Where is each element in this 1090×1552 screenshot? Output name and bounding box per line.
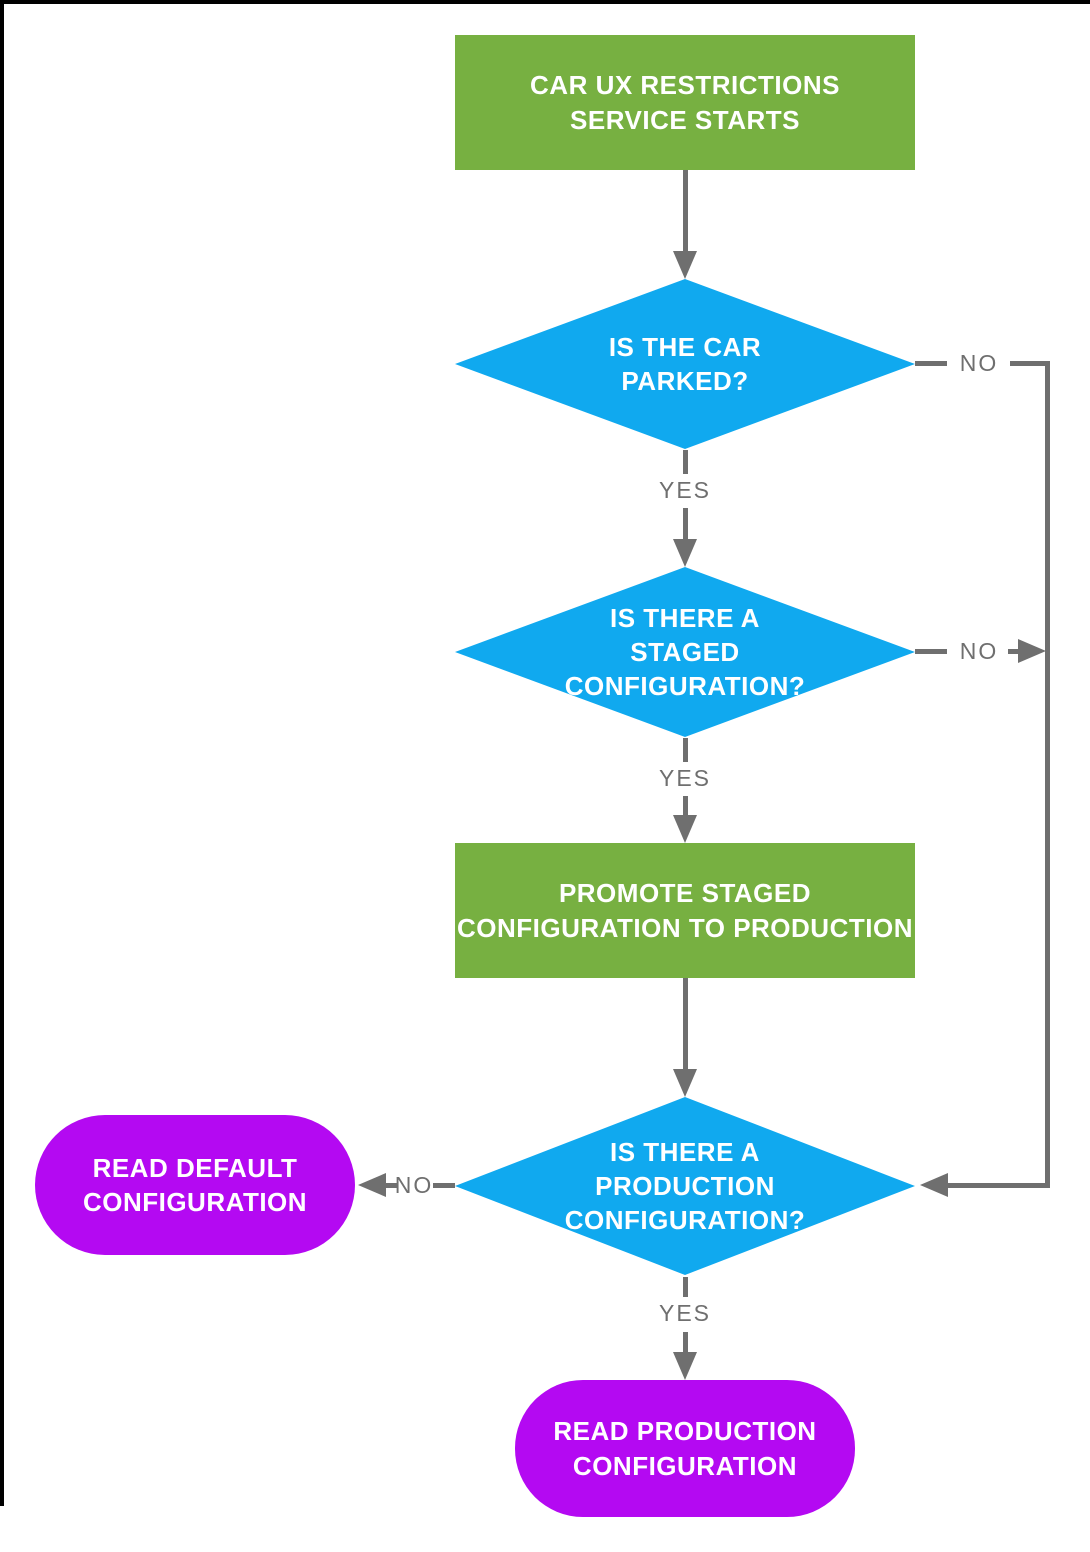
arrowhead-down-icon xyxy=(673,1352,697,1380)
arrowhead-down-icon xyxy=(673,815,697,843)
terminal-read-production: READ PRODUCTION CONFIGURATION xyxy=(515,1380,855,1517)
arrowhead-down-icon xyxy=(673,251,697,279)
edge-label-parked-no: NO xyxy=(959,350,999,376)
arrowhead-left-icon xyxy=(358,1173,386,1197)
decision-production-configuration: IS THERE A PRODUCTION CONFIGURATION? xyxy=(455,1097,915,1275)
page-border-top xyxy=(0,0,1090,4)
edge-parked-no-stub xyxy=(915,361,947,366)
edge-production-yes-stub xyxy=(683,1277,688,1297)
edge-staged-yes xyxy=(683,796,688,815)
edge-label-staged-yes: YES xyxy=(658,765,712,791)
edge-parked-no-h xyxy=(1010,361,1050,366)
edge-staged-no-h xyxy=(1008,649,1018,654)
edge-staged-no-stub xyxy=(915,649,947,654)
arrowhead-left-icon xyxy=(920,1173,948,1197)
edge-production-no-stub xyxy=(433,1183,455,1188)
decision-car-parked: IS THE CAR PARKED? xyxy=(455,279,915,449)
arrowhead-down-icon xyxy=(673,539,697,567)
edge-parked-yes xyxy=(683,508,688,539)
edge-production-yes xyxy=(683,1332,688,1352)
edge-start-to-parked xyxy=(683,170,688,251)
edge-label-staged-no: NO xyxy=(959,638,999,664)
edge-parked-yes-stub xyxy=(683,450,688,474)
decision-staged-configuration: IS THERE A STAGED CONFIGURATION? xyxy=(455,567,915,737)
arrowhead-down-icon xyxy=(673,1069,697,1097)
terminal-read-default: READ DEFAULT CONFIGURATION xyxy=(35,1115,355,1255)
page-border-left xyxy=(0,0,4,1506)
edge-staged-yes-stub xyxy=(683,738,688,762)
edge-label-parked-yes: YES xyxy=(658,477,712,503)
edge-production-no-h xyxy=(386,1183,398,1188)
arrowhead-right-icon xyxy=(1018,639,1046,663)
edge-label-production-yes: YES xyxy=(658,1300,712,1326)
edge-no-route-vertical xyxy=(1045,361,1050,1188)
edge-label-production-no: NO xyxy=(394,1172,434,1198)
start-node: CAR UX RESTRICTIONS SERVICE STARTS xyxy=(455,35,915,170)
process-promote-staged: PROMOTE STAGED CONFIGURATION TO PRODUCTI… xyxy=(455,843,915,978)
edge-no-route-bottom xyxy=(948,1183,1050,1188)
edge-promote-to-production xyxy=(683,978,688,1069)
